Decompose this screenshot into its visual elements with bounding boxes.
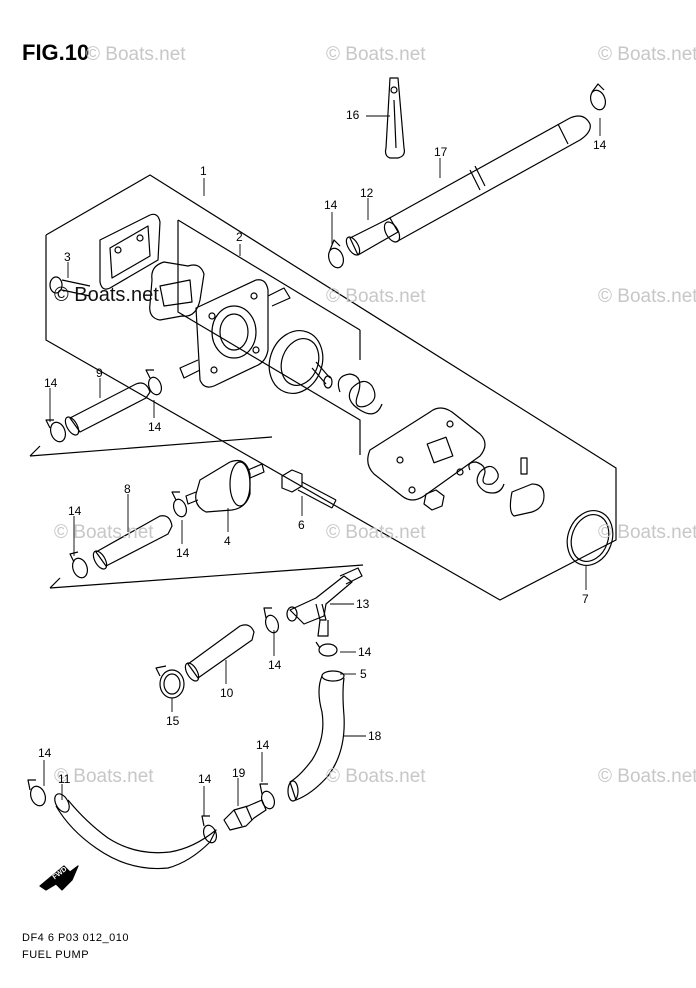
hose-12 <box>349 217 399 256</box>
bracket-16 <box>384 77 405 159</box>
callout-14[interactable]: 14 <box>593 138 607 152</box>
callout-6[interactable]: 6 <box>298 518 305 532</box>
callout-16[interactable]: 16 <box>346 108 360 122</box>
watermark: © Boats.net <box>326 766 426 787</box>
callout-11[interactable]: 11 <box>58 772 71 786</box>
hose-18 <box>287 670 345 802</box>
watermark: © Boats.net <box>54 522 154 543</box>
callout-14[interactable]: 14 <box>324 198 338 212</box>
pump-cover <box>367 407 486 501</box>
diaphragm-gasket <box>149 261 205 321</box>
callout-14[interactable]: 14 <box>256 738 270 752</box>
o-ring-7 <box>566 510 614 566</box>
callout-14[interactable]: 14 <box>44 376 58 390</box>
callout-14[interactable]: 14 <box>148 420 162 434</box>
hose-clamp-15 <box>155 665 185 699</box>
pump-cover-frame <box>177 220 361 455</box>
valve-spring <box>468 461 505 494</box>
watermark: © Boats.net <box>54 766 154 787</box>
callout-1[interactable]: 1 <box>200 164 207 178</box>
watermark: © Boats.net <box>598 766 696 787</box>
callout-14[interactable]: 14 <box>176 546 190 560</box>
filter-8-frame <box>49 564 364 589</box>
callout-2[interactable]: 2 <box>236 230 243 244</box>
plunger <box>509 457 545 517</box>
t-joint-13 <box>286 567 363 637</box>
callout-15[interactable]: 15 <box>166 714 180 728</box>
fwd-direction-arrow <box>39 865 79 891</box>
fuel-filter-4 <box>185 459 265 513</box>
clip-14-hose8 <box>69 551 89 579</box>
pump-body-2 <box>179 279 291 388</box>
clip-14-hose9-left <box>45 419 67 443</box>
callout-10[interactable]: 10 <box>220 686 234 700</box>
callout-7[interactable]: 7 <box>582 592 589 606</box>
nut <box>423 489 445 511</box>
clip-14-hose9-right <box>145 369 163 396</box>
hose-17 <box>385 115 591 243</box>
watermark: © Boats.net <box>598 286 696 307</box>
callout-14[interactable]: 14 <box>358 645 372 659</box>
callout-14[interactable]: 14 <box>198 772 212 786</box>
bolt-6 <box>281 469 337 509</box>
watermark: © Boats.net <box>86 44 186 65</box>
filter-9-frame <box>29 436 273 457</box>
clip-14-lower-mid <box>201 815 218 844</box>
callout-18[interactable]: 18 <box>368 729 382 743</box>
watermark: © Boats.net <box>598 44 696 65</box>
callout-12[interactable]: 12 <box>360 186 374 200</box>
clip-14-filter <box>171 491 188 518</box>
clip-14-valve <box>259 783 276 810</box>
diagram-code: DF4 6 P03 012_010 <box>22 932 129 944</box>
watermark: © Boats.net <box>326 522 426 543</box>
callout-13[interactable]: 13 <box>356 597 370 611</box>
callout-17[interactable]: 17 <box>434 145 448 159</box>
callout-4[interactable]: 4 <box>224 534 231 548</box>
callout-5[interactable]: 5 <box>360 667 367 681</box>
watermark-dark: © Boats.net <box>54 284 159 306</box>
diagram-caption: FUEL PUMP <box>22 949 90 961</box>
spring <box>337 373 383 415</box>
clip-14-upper <box>327 239 345 269</box>
clip-14-tjoint-bottom <box>315 641 338 657</box>
callout-9[interactable]: 9 <box>96 366 103 380</box>
clip-14-top-right <box>589 83 607 111</box>
callout-3[interactable]: 3 <box>64 250 71 264</box>
hose-8 <box>92 515 173 570</box>
callout-19[interactable]: 19 <box>232 766 246 780</box>
screw-3 <box>49 276 91 297</box>
callout-14[interactable]: 14 <box>38 746 52 760</box>
callout-14[interactable]: 14 <box>268 658 282 672</box>
callout-8[interactable]: 8 <box>124 482 131 496</box>
callout-14[interactable]: 14 <box>68 504 82 518</box>
hose-10 <box>184 624 255 682</box>
clip-14-hose11 <box>27 779 47 807</box>
clip-14-tjoint-left <box>263 607 280 634</box>
hose-11 <box>54 793 217 870</box>
check-valve-19 <box>223 799 267 831</box>
gasket-plate <box>99 213 161 290</box>
figure-title: FIG.10 <box>22 40 90 65</box>
watermark: © Boats.net <box>326 44 426 65</box>
watermark: © Boats.net <box>326 286 426 307</box>
watermark: © Boats.net <box>598 522 696 543</box>
diaphragm <box>268 330 333 394</box>
hose-9 <box>64 382 151 436</box>
pump-assembly-frame <box>45 174 617 601</box>
